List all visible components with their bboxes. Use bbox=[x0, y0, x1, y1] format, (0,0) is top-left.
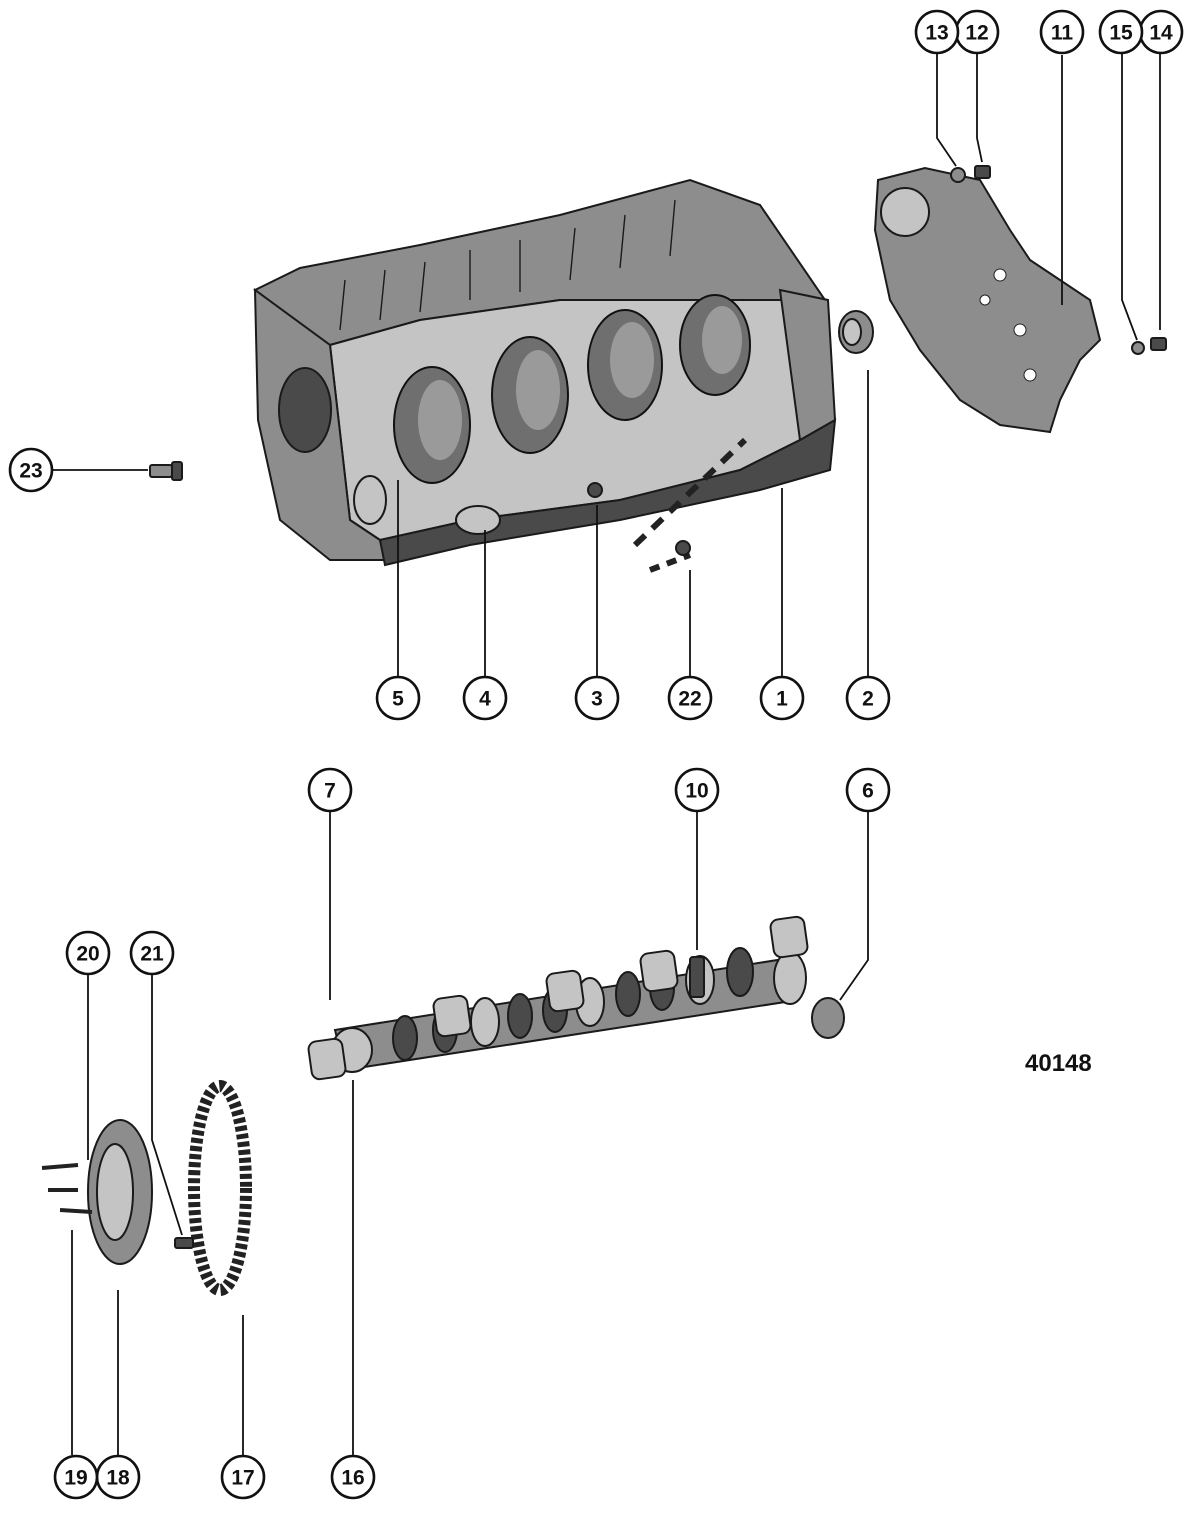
callout-label: 22 bbox=[678, 688, 701, 711]
callout-label: 2 bbox=[862, 688, 874, 711]
sprocket-bolts bbox=[41, 1163, 93, 1214]
callout-19: 19 bbox=[53, 1454, 99, 1500]
callout-label: 16 bbox=[341, 1467, 364, 1490]
callout-label: 15 bbox=[1109, 22, 1133, 45]
callout-label: 14 bbox=[1149, 22, 1173, 45]
callout-23: 23 bbox=[8, 447, 54, 493]
engine-block bbox=[253, 178, 837, 567]
callout-label: 3 bbox=[591, 688, 603, 711]
expansion-plug bbox=[838, 310, 874, 354]
callout-11: 11 bbox=[1039, 9, 1085, 55]
callout-label: 21 bbox=[140, 943, 164, 966]
callout-label: 19 bbox=[64, 1467, 87, 1490]
callout-label: 11 bbox=[1051, 22, 1074, 45]
callout-label: 5 bbox=[392, 688, 404, 711]
callout-label: 12 bbox=[965, 22, 988, 45]
callout-4: 4 bbox=[462, 675, 508, 721]
callout-6: 6 bbox=[845, 767, 891, 813]
dowel-pin bbox=[174, 1237, 194, 1249]
callout-label: 23 bbox=[19, 460, 42, 483]
callout-label: 10 bbox=[685, 780, 708, 803]
callout-7: 7 bbox=[307, 767, 353, 813]
timing-chain bbox=[188, 1080, 252, 1296]
callout-label: 4 bbox=[479, 688, 491, 711]
callout-16: 16 bbox=[330, 1454, 376, 1500]
timing-sprocket bbox=[87, 1119, 153, 1265]
callout-5: 5 bbox=[375, 675, 421, 721]
callout-1: 1 bbox=[759, 675, 805, 721]
cam-key bbox=[689, 956, 705, 998]
callout-14: 14 bbox=[1138, 9, 1184, 55]
callout-12: 12 bbox=[954, 9, 1000, 55]
bolt-23 bbox=[149, 461, 183, 481]
callout-3: 3 bbox=[574, 675, 620, 721]
callout-13: 13 bbox=[914, 9, 960, 55]
callout-label: 18 bbox=[106, 1467, 130, 1490]
callout-label: 20 bbox=[76, 943, 99, 966]
figure-number: 40148 bbox=[1025, 1050, 1092, 1077]
callout-17: 17 bbox=[220, 1454, 266, 1500]
callout-label: 13 bbox=[925, 22, 948, 45]
callout-label: 17 bbox=[231, 1467, 254, 1490]
callout-21: 21 bbox=[129, 930, 175, 976]
callout-22: 22 bbox=[667, 675, 713, 721]
callout-2: 2 bbox=[845, 675, 891, 721]
callout-label: 7 bbox=[324, 780, 336, 803]
rear-bracket-plate bbox=[873, 166, 1102, 434]
cam-bearings bbox=[307, 915, 845, 1081]
bracket-fasteners bbox=[950, 165, 1167, 355]
leader-lines bbox=[52, 52, 1161, 1455]
callout-10: 10 bbox=[674, 767, 720, 813]
callout-20: 20 bbox=[65, 930, 111, 976]
dowel-pins bbox=[632, 437, 748, 573]
callout-label: 1 bbox=[776, 688, 788, 711]
callout-15: 15 bbox=[1098, 9, 1144, 55]
callout-18: 18 bbox=[95, 1454, 141, 1500]
callout-label: 6 bbox=[862, 780, 874, 803]
